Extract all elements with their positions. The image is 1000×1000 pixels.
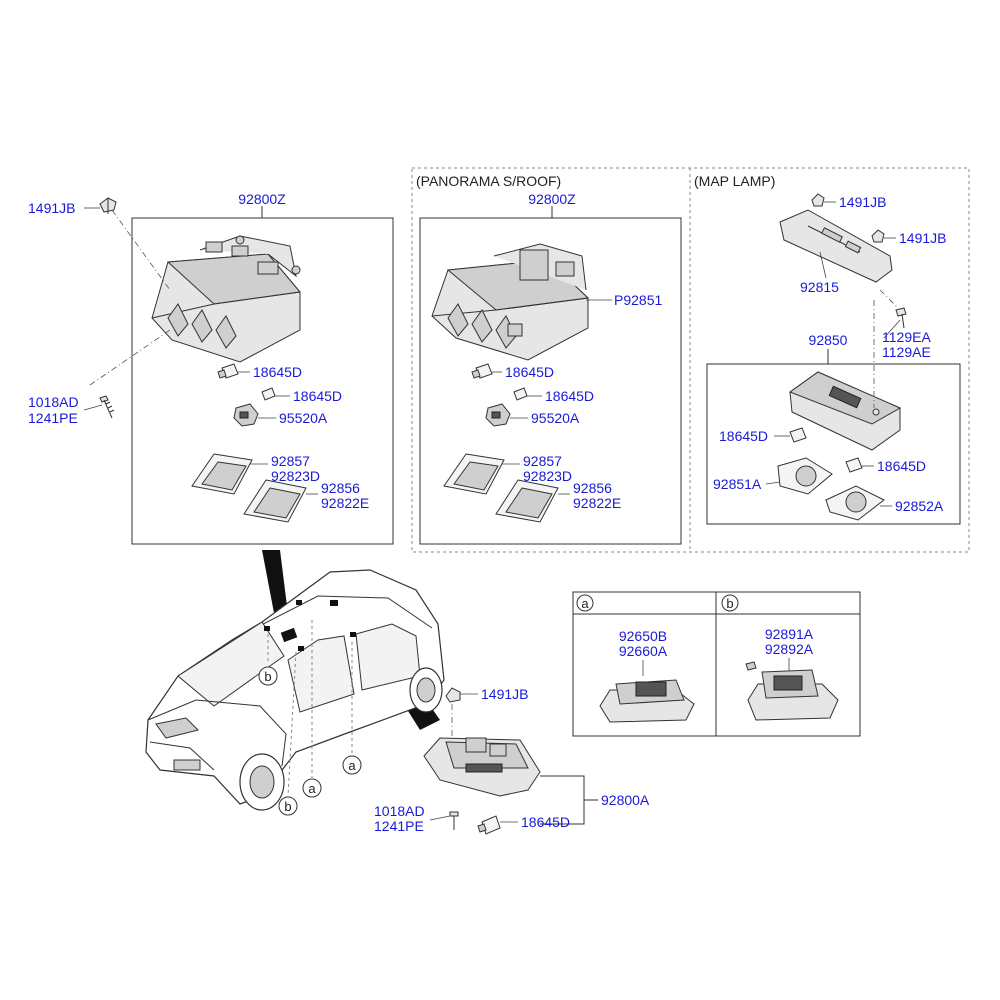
svg-text:b: b xyxy=(284,799,291,814)
label-92857-left[interactable]: 92857 xyxy=(271,453,310,469)
label-95520A-mid[interactable]: 95520A xyxy=(531,410,580,426)
svg-text:a: a xyxy=(581,596,589,611)
bulb-icon xyxy=(471,363,493,379)
label-18645D-map-1[interactable]: 18645D xyxy=(719,428,768,444)
label-92891A[interactable]: 92891A xyxy=(765,626,814,642)
screw-icon xyxy=(99,395,115,419)
label-1491JB-map-1[interactable]: 1491JB xyxy=(839,194,886,210)
panorama-console-frame xyxy=(419,217,682,545)
label-92815-map[interactable]: 92815 xyxy=(800,279,839,295)
callout-b-roof xyxy=(258,666,278,686)
label-1491JB-rear[interactable]: 1491JB xyxy=(481,686,528,702)
bulb-icon xyxy=(789,427,807,443)
label-1129EA-map[interactable]: 1129EA xyxy=(882,329,931,345)
label-92851A-map[interactable]: 92851A xyxy=(713,476,762,492)
lens-icon xyxy=(825,485,885,521)
label-92823D-mid[interactable]: 92823D xyxy=(523,468,572,484)
switch-icon xyxy=(485,403,511,427)
callout-b-front xyxy=(278,796,298,816)
label-18645D-rear[interactable]: 18645D xyxy=(521,814,570,830)
label-18645D-left-1[interactable]: 18645D xyxy=(253,364,302,380)
label-18645D-left-2[interactable]: 18645D xyxy=(293,388,342,404)
overhead-console-housing xyxy=(431,243,590,361)
bulb-icon xyxy=(477,815,501,835)
rear-room-lamp-housing xyxy=(423,737,541,797)
label-92800A-rear[interactable]: 92800A xyxy=(601,792,650,808)
bulb-icon xyxy=(217,363,239,379)
label-1491JB-left[interactable]: 1491JB xyxy=(28,200,75,216)
clip-1491JB-icon xyxy=(811,193,825,207)
switch-icon xyxy=(233,403,259,427)
screw-icon xyxy=(895,307,907,329)
label-1241PE-left[interactable]: 1241PE xyxy=(28,410,78,426)
bracket-icon xyxy=(779,209,893,283)
lens-icon xyxy=(495,479,559,523)
map-lamp-group: 1491JB 1491JB 92815 1129EA 1129AE 92850 xyxy=(706,193,961,525)
vanity-lamp-b-icon xyxy=(745,661,839,721)
car-illustration: b a b a xyxy=(145,550,445,816)
detail-table: a b 92650B 92660A 92891A 92892A xyxy=(572,591,861,737)
label-P92851-mid[interactable]: P92851 xyxy=(614,292,662,308)
label-92852A-map[interactable]: 92852A xyxy=(895,498,944,514)
overhead-console-group-panorama: 92800Z P92851 18645D 18645D 9 xyxy=(419,191,682,545)
overhead-console-housing xyxy=(151,235,301,363)
label-92800Z-left[interactable]: 92800Z xyxy=(238,191,286,207)
label-92850-map[interactable]: 92850 xyxy=(809,332,848,348)
lens-icon xyxy=(443,453,505,495)
callout-a-rear xyxy=(342,755,362,775)
label-1241PE-rear[interactable]: 1241PE xyxy=(374,818,424,834)
svg-text:a: a xyxy=(348,758,356,773)
map-lamp-header: (MAP LAMP) xyxy=(694,173,775,189)
label-18645D-mid-1[interactable]: 18645D xyxy=(505,364,554,380)
label-18645D-mid-2[interactable]: 18645D xyxy=(545,388,594,404)
map-lamp-housing xyxy=(788,371,902,451)
label-92856-left[interactable]: 92856 xyxy=(321,480,360,496)
bulb-icon xyxy=(513,387,528,401)
callout-a-front xyxy=(302,778,322,798)
clip-1491JB-icon xyxy=(871,229,885,243)
svg-text:b: b xyxy=(726,596,733,611)
svg-text:a: a xyxy=(308,781,316,796)
bulb-icon xyxy=(845,457,863,473)
clip-1491JB-icon xyxy=(445,687,461,703)
label-92650B[interactable]: 92650B xyxy=(619,628,667,644)
callout-b-header xyxy=(721,594,739,612)
lens-icon xyxy=(243,479,307,523)
panorama-roof-header: (PANORAMA S/ROOF) xyxy=(416,173,561,189)
callout-a-header xyxy=(576,594,594,612)
label-92660A[interactable]: 92660A xyxy=(619,643,668,659)
lens-icon xyxy=(191,453,253,495)
label-95520A-left[interactable]: 95520A xyxy=(279,410,328,426)
label-1018AD-left[interactable]: 1018AD xyxy=(28,394,79,410)
svg-text:b: b xyxy=(264,669,271,684)
label-92822E-left[interactable]: 92822E xyxy=(321,495,369,511)
label-92822E-mid[interactable]: 92822E xyxy=(573,495,621,511)
lens-icon xyxy=(777,457,833,495)
label-92857-mid[interactable]: 92857 xyxy=(523,453,562,469)
vanity-lamp-a-icon xyxy=(599,679,695,723)
label-18645D-map-2[interactable]: 18645D xyxy=(877,458,926,474)
label-92800Z-mid[interactable]: 92800Z xyxy=(528,191,576,207)
overhead-console-group-standard: 92800Z 1491JB xyxy=(28,191,394,545)
screw-icon xyxy=(449,811,459,830)
label-92892A[interactable]: 92892A xyxy=(765,641,814,657)
map-lamp-frame xyxy=(706,363,961,525)
label-1491JB-map-2[interactable]: 1491JB xyxy=(899,230,946,246)
label-92823D-left[interactable]: 92823D xyxy=(271,468,320,484)
rear-room-lamp-group: 1491JB 92800A 1018AD 1241PE 18645D xyxy=(374,686,650,835)
label-92856-mid[interactable]: 92856 xyxy=(573,480,612,496)
clip-1491JB-icon xyxy=(99,197,117,214)
label-1018AD-rear[interactable]: 1018AD xyxy=(374,803,425,819)
bulb-icon xyxy=(261,387,276,401)
label-1129AE-map[interactable]: 1129AE xyxy=(882,344,931,360)
